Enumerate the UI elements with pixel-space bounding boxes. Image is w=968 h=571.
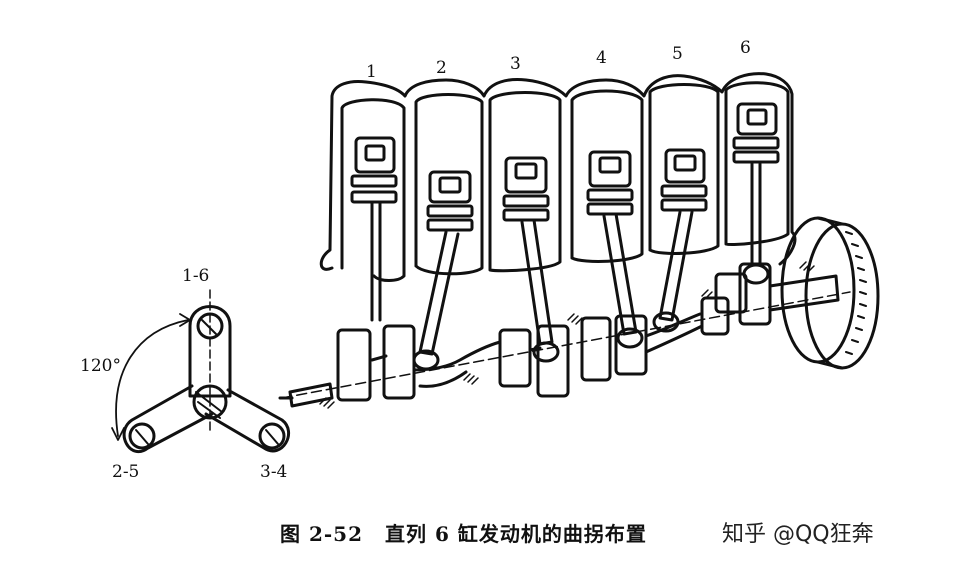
figure-title: 直列 6 缸发动机的曲拐布置 <box>385 522 647 546</box>
cylinder-6 <box>724 81 790 246</box>
cylinder-3-label: 3 <box>510 54 521 74</box>
cylinder-5 <box>648 83 720 255</box>
cylinder-4 <box>570 89 644 263</box>
watermark: 知乎 @QQ狂奔 <box>722 522 874 547</box>
cylinder-2 <box>414 93 484 276</box>
flywheel <box>780 216 880 370</box>
cylinder-3 <box>488 91 562 273</box>
figure-caption: 图 2-52 直列 6 缸发动机的曲拐布置 <box>280 518 647 547</box>
cylinder-1 <box>340 98 406 322</box>
throw-label-top: 1-6 <box>182 266 210 286</box>
cylinder-4-label: 4 <box>596 48 607 68</box>
crankshaft <box>278 261 851 409</box>
figure-number: 图 2-52 <box>280 522 364 546</box>
cylinder-6-label: 6 <box>740 38 751 58</box>
cylinder-5-label: 5 <box>672 44 683 64</box>
angle-label: 120° <box>80 356 121 376</box>
cylinder-2-label: 2 <box>436 58 447 78</box>
crank-throw-diagram <box>111 289 290 453</box>
throw-label-right: 3-4 <box>260 462 288 482</box>
cylinder-block <box>319 72 797 322</box>
throw-label-left: 2-5 <box>112 462 140 482</box>
cylinder-1-label: 1 <box>366 62 377 82</box>
